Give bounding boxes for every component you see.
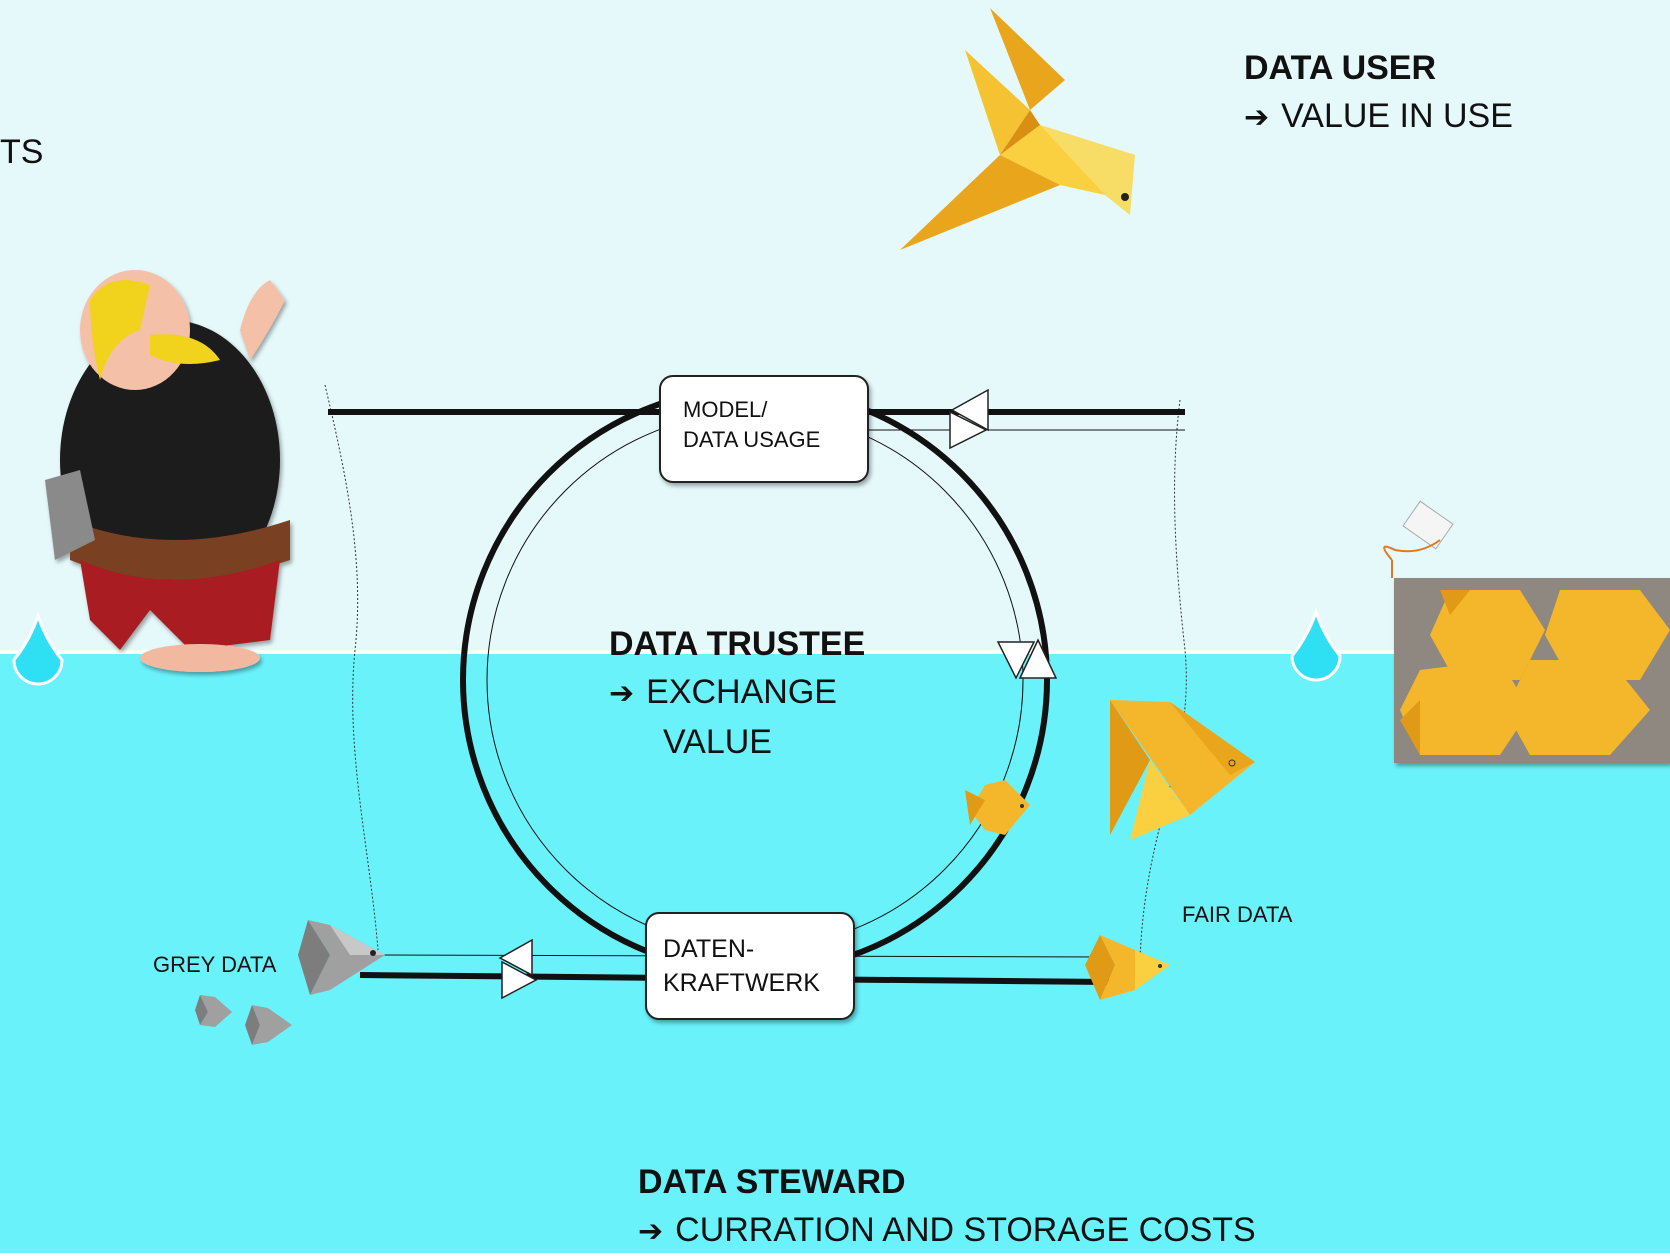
golden-fish-icon (1110, 700, 1255, 840)
funnel-outline-right (1139, 399, 1187, 961)
data-steward-label: DATA STEWARD ➔ CURRATION AND STORAGE COST… (638, 1158, 1256, 1256)
golden-fish-icon (1085, 935, 1170, 1000)
fair-data-label: FAIR DATA (1182, 902, 1293, 927)
cut-off-text: TS (0, 133, 44, 171)
grey-fish-icon (298, 920, 385, 995)
direction-arrow-icon (501, 960, 538, 1000)
tag-icon (1383, 500, 1454, 578)
data-user-subtitle: VALUE IN USE (1281, 97, 1513, 135)
data-steward-subtitle-row: ➔ CURRATION AND STORAGE COSTS (638, 1206, 1256, 1256)
direction-arrow-icon (498, 938, 533, 977)
direction-arrow-icon (996, 641, 1036, 680)
direction-arrow-icon (1018, 638, 1058, 679)
data-steward-subtitle: CURRATION AND STORAGE COSTS (675, 1211, 1256, 1249)
obelix-figure (45, 270, 290, 672)
origami-bird-icon (900, 8, 1135, 250)
model-data-usage-box: MODEL/ DATA USAGE (659, 375, 869, 483)
model-box-line1: MODEL/ (683, 397, 768, 422)
direction-arrow-icon (950, 388, 989, 432)
arrow-right-icon: ➔ (609, 677, 635, 710)
arrow-right-icon: ➔ (638, 1215, 664, 1248)
grey-fish-icon (195, 995, 232, 1027)
data-user-subtitle-row: ➔ VALUE IN USE (1244, 92, 1513, 142)
grey-fish-icon (245, 1005, 292, 1045)
water-drop-icon (12, 611, 64, 686)
data-trustee-subtitle-line2: VALUE (663, 723, 772, 761)
data-user-label: DATA USER ➔ VALUE IN USE (1244, 44, 1513, 142)
data-steward-title: DATA STEWARD (638, 1163, 906, 1201)
datenkraftwerk-box: DATEN- KRAFTWERK (645, 912, 855, 1020)
water-surface-line (0, 650, 1670, 654)
golden-fish-icon (965, 780, 1030, 835)
data-trustee-subtitle-row: ➔ EXCHANGE (609, 668, 865, 718)
data-trustee-label: DATA TRUSTEE ➔ EXCHANGE VALUE (609, 620, 865, 766)
water-drop-icon (1290, 607, 1342, 682)
kraftwerk-box-line2: KRAFTWERK (663, 969, 820, 997)
model-box-line2: DATA USAGE (683, 427, 821, 452)
kraftwerk-box-line1: DATEN- (663, 935, 755, 963)
arrow-right-icon: ➔ (1244, 101, 1270, 134)
fish-panel-icon (1394, 578, 1670, 763)
funnel-outline (324, 384, 379, 951)
direction-arrow-icon (949, 410, 988, 450)
data-user-title: DATA USER (1244, 49, 1437, 87)
grey-data-label: GREY DATA (153, 952, 277, 977)
data-trustee-title: DATA TRUSTEE (609, 625, 866, 663)
data-trustee-subtitle-line1: EXCHANGE (646, 673, 837, 711)
